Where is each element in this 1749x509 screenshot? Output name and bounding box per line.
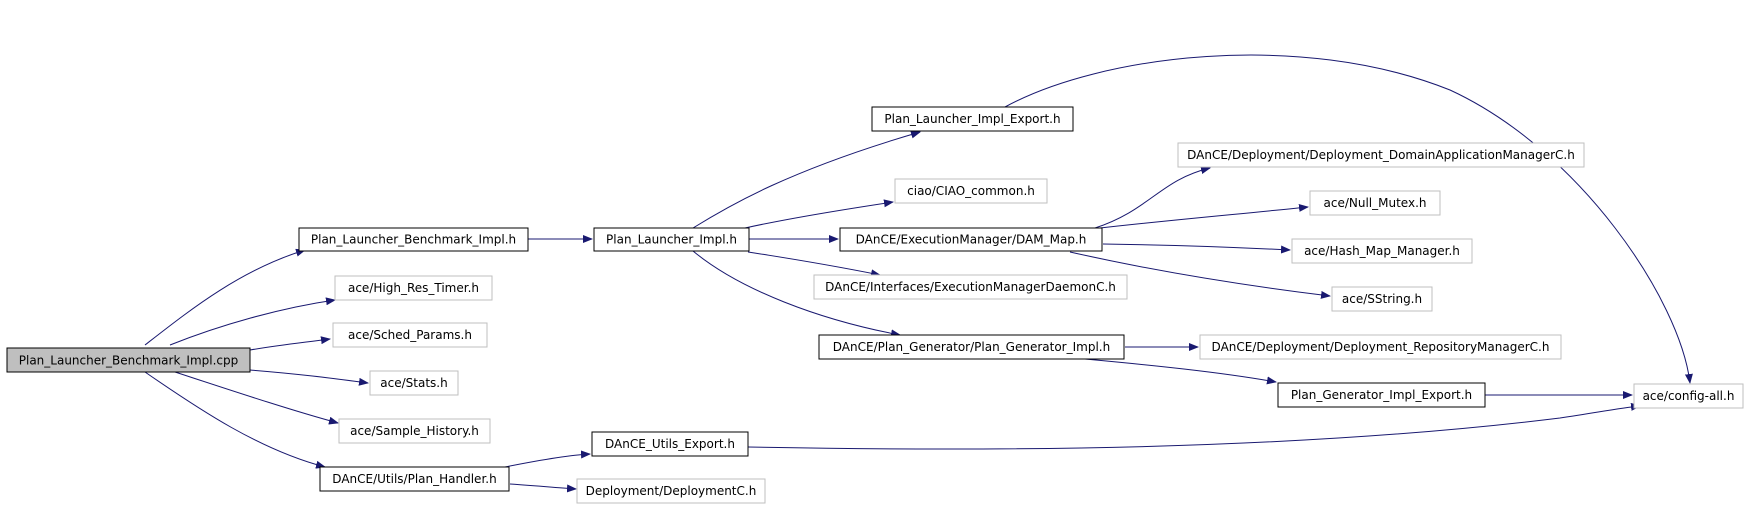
node-label: ace/config-all.h <box>1643 389 1735 403</box>
node-box <box>591 431 749 457</box>
edge-handler-due <box>504 450 591 468</box>
node-box <box>1277 382 1486 408</box>
node-box <box>818 334 1125 360</box>
node-null-mutex[interactable]: ace/Null_Mutex.h <box>1309 190 1441 216</box>
edge-root-sample <box>174 371 339 425</box>
node-stats[interactable]: ace/Stats.h <box>369 370 459 396</box>
edge-root-hrt <box>169 297 336 346</box>
node-label: Deployment/DeploymentC.h <box>586 484 757 498</box>
node-root[interactable]: Plan_Launcher_Benchmark_Impl.cpp <box>6 347 251 373</box>
node-box <box>1291 238 1473 264</box>
node-label: ciao/CIAO_common.h <box>907 184 1035 198</box>
node-box <box>1309 190 1441 216</box>
node-plan-launcher-impl-export[interactable]: Plan_Launcher_Impl_Export.h <box>871 106 1074 132</box>
edge-root-sched <box>249 336 331 351</box>
node-label: Plan_Launcher_Impl.h <box>606 233 737 247</box>
node-label: DAnCE/ExecutionManager/DAM_Map.h <box>856 233 1087 247</box>
node-plan-launcher-impl-h[interactable]: Plan_Launcher_Impl.h <box>593 227 750 252</box>
node-box <box>1199 334 1562 360</box>
edge-pli-plie <box>692 130 921 229</box>
node-label: DAnCE_Utils_Export.h <box>605 437 735 451</box>
node-sample-history[interactable]: ace/Sample_History.h <box>338 418 491 444</box>
node-plan-launcher-benchmark-impl-h[interactable]: Plan_Launcher_Benchmark_Impl.h <box>298 227 529 252</box>
node-box <box>871 106 1074 132</box>
node-label: Plan_Generator_Impl_Export.h <box>1291 388 1472 402</box>
node-box <box>369 370 459 396</box>
node-box <box>593 227 750 252</box>
node-label: DAnCE/Plan_Generator/Plan_Generator_Impl… <box>833 340 1110 354</box>
edge-dam-sstr <box>1069 251 1331 299</box>
node-label: Plan_Launcher_Benchmark_Impl.h <box>311 233 516 247</box>
node-repository-manager[interactable]: DAnCE/Deployment/Deployment_RepositoryMa… <box>1199 334 1562 360</box>
node-label: ace/Sched_Params.h <box>348 328 472 342</box>
node-label: DAnCE/Deployment/Deployment_RepositoryMa… <box>1212 340 1550 354</box>
node-label: ace/Null_Mutex.h <box>1324 196 1427 210</box>
node-label: ace/High_Res_Timer.h <box>348 281 479 295</box>
node-dance-utils-export[interactable]: DAnCE_Utils_Export.h <box>591 431 749 457</box>
edge-dam-hash <box>1102 243 1291 254</box>
node-label: DAnCE/Deployment/Deployment_DomainApplic… <box>1187 148 1575 162</box>
edge-dam-damc <box>1094 166 1211 229</box>
node-box <box>332 322 488 348</box>
node-box <box>334 275 493 301</box>
node-box <box>1177 142 1585 168</box>
node-box <box>1331 286 1433 312</box>
node-dam-map[interactable]: DAnCE/ExecutionManager/DAM_Map.h <box>839 227 1103 252</box>
node-execution-manager-daemon[interactable]: DAnCE/Interfaces/ExecutionManagerDaemonC… <box>813 274 1128 300</box>
edge-root-handler <box>144 371 326 469</box>
node-label: ace/Hash_Map_Manager.h <box>1304 244 1460 258</box>
node-label: Plan_Launcher_Benchmark_Impl.cpp <box>19 354 238 368</box>
edge-dam-mutex <box>1099 203 1309 229</box>
node-box <box>813 274 1128 300</box>
node-label: DAnCE/Interfaces/ExecutionManagerDaemonC… <box>825 280 1116 294</box>
node-label: ace/Sample_History.h <box>350 424 479 438</box>
node-plan-handler[interactable]: DAnCE/Utils/Plan_Handler.h <box>319 466 510 492</box>
edge-pgi-pge <box>1084 358 1277 385</box>
node-high-res-timer[interactable]: ace/High_Res_Timer.h <box>334 275 493 301</box>
node-plan-generator-impl[interactable]: DAnCE/Plan_Generator/Plan_Generator_Impl… <box>818 334 1125 360</box>
node-label: DAnCE/Utils/Plan_Handler.h <box>332 472 496 486</box>
node-deployment-c[interactable]: Deployment/DeploymentC.h <box>576 478 766 504</box>
node-box <box>839 227 1103 252</box>
node-box <box>319 466 510 492</box>
node-plan-generator-impl-export[interactable]: Plan_Generator_Impl_Export.h <box>1277 382 1486 408</box>
node-config-all[interactable]: ace/config-all.h <box>1633 383 1744 409</box>
edge-due-cfg <box>747 402 1641 450</box>
node-box <box>576 478 766 504</box>
edge-plie-cfg <box>1004 54 1693 384</box>
dependency-edges <box>144 54 1693 493</box>
edge-root-plbi <box>144 248 306 346</box>
node-label: ace/Stats.h <box>380 376 447 390</box>
edge-pli-emd <box>747 251 881 278</box>
node-box <box>298 227 529 252</box>
node-sched-params[interactable]: ace/Sched_Params.h <box>332 322 488 348</box>
node-label: ace/SString.h <box>1342 292 1422 306</box>
node-hash-map-manager[interactable]: ace/Hash_Map_Manager.h <box>1291 238 1473 264</box>
node-box <box>1633 383 1744 409</box>
node-box <box>6 347 251 373</box>
dependency-nodes: Plan_Launcher_Benchmark_Impl.cpp Plan_La… <box>6 106 1744 504</box>
node-domain-application-manager[interactable]: DAnCE/Deployment/Deployment_DomainApplic… <box>1177 142 1585 168</box>
edge-handler-depc <box>509 483 577 493</box>
node-box <box>894 178 1048 204</box>
node-label: Plan_Launcher_Impl_Export.h <box>884 112 1060 126</box>
node-box <box>338 418 491 444</box>
edge-pli-ciao <box>744 199 894 229</box>
node-ciao-common[interactable]: ciao/CIAO_common.h <box>894 178 1048 204</box>
edge-root-stats <box>249 369 369 386</box>
edge-pli-pgi <box>692 250 901 338</box>
node-sstring[interactable]: ace/SString.h <box>1331 286 1433 312</box>
